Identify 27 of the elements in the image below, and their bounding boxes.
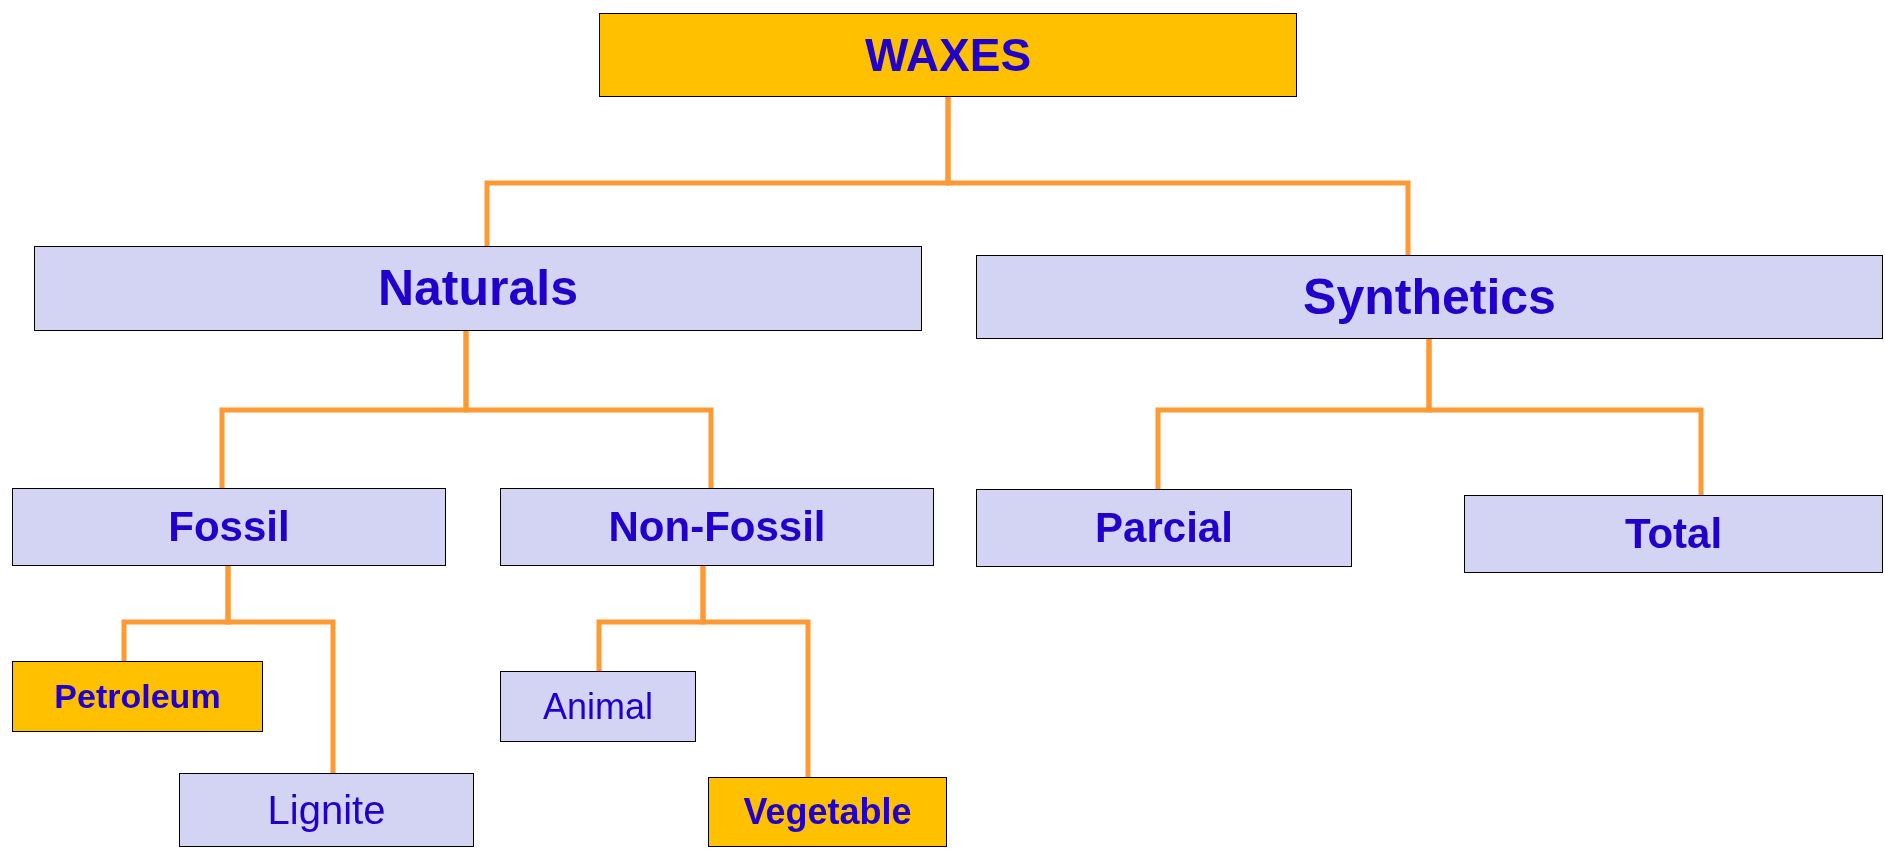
category-box [500,671,696,742]
category-box [976,255,1883,339]
connector-line [225,566,336,773]
connector-line [700,566,811,777]
category-label: Fossil [168,504,290,550]
category-label: Total [1624,511,1723,557]
category-label: Lignite [267,789,386,831]
category-label: Parcial [1095,505,1233,551]
category-label: Synthetics [1303,270,1556,324]
category-box [1464,495,1883,573]
category-box [599,13,1297,97]
category-label: WAXES [864,30,1032,80]
category-box [708,777,947,847]
category-label: Vegetable [743,793,912,831]
category-box [12,661,263,732]
category-box [179,773,474,847]
category-box [500,488,934,566]
connector-line [1426,339,1704,495]
category-box [34,246,922,331]
category-label: Non-Fossil [608,504,826,550]
connector-line [945,97,1411,255]
category-label: Petroleum [54,678,221,715]
category-label: Naturals [377,262,579,315]
category-label: Animal [542,687,653,726]
connector-line [463,331,714,488]
category-box [12,488,446,566]
category-box [976,489,1352,567]
